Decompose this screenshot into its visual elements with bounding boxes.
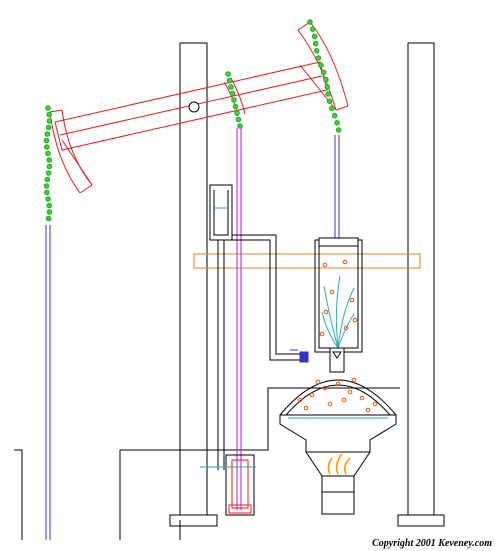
chain-link — [46, 111, 52, 118]
steam-bubble — [372, 401, 378, 407]
chain-link — [334, 120, 340, 126]
cross-beam — [193, 253, 421, 269]
chain-link — [311, 33, 318, 40]
chain-link — [323, 76, 329, 83]
steam-bubble — [309, 392, 315, 398]
chain-link — [46, 163, 53, 170]
chain-link — [313, 48, 320, 54]
copyright-text: Copyright 2001 Keveney.com — [372, 538, 492, 549]
chain-link — [44, 144, 50, 150]
chain-link — [309, 26, 316, 33]
steam-bubble — [343, 325, 349, 331]
steam-bubble — [323, 309, 329, 315]
chain-link — [43, 137, 50, 144]
chain-link — [46, 157, 52, 163]
steam-bubble — [365, 407, 371, 413]
chain-link — [335, 127, 342, 133]
steam-bubble — [352, 317, 358, 323]
chain-link — [315, 55, 322, 61]
chain-link — [326, 98, 333, 104]
steam-bubble — [342, 259, 348, 265]
chain-link — [43, 183, 50, 189]
right-post-foot — [397, 514, 445, 527]
chain-link — [45, 124, 52, 131]
chain-link — [44, 176, 51, 183]
chain-link — [44, 131, 51, 137]
steam-bubble — [329, 289, 335, 295]
chain-link — [329, 105, 335, 112]
chain-link — [44, 189, 50, 196]
left-post — [179, 42, 208, 516]
firebox — [321, 475, 355, 515]
chain-link — [225, 71, 231, 77]
left-post-foot — [169, 514, 218, 527]
piston — [318, 237, 359, 247]
chain-link — [228, 84, 234, 90]
water-system — [209, 184, 300, 470]
chain-link — [237, 123, 243, 129]
steam-cylinder — [314, 237, 363, 353]
steam-bubble — [303, 405, 309, 411]
boiler — [279, 379, 397, 515]
chain-link — [312, 40, 319, 47]
steam-bubble — [335, 381, 341, 387]
lower-pump — [200, 454, 256, 516]
chain-link — [324, 84, 331, 90]
steam-bubbles — [297, 259, 378, 413]
chain-link — [46, 209, 53, 215]
steam-bubble — [322, 262, 328, 268]
steam-bubble — [341, 397, 347, 403]
chain-link — [45, 105, 51, 111]
chain-link — [318, 62, 324, 68]
ground-structure — [14, 387, 400, 540]
flames — [327, 453, 351, 475]
chain-link — [229, 90, 236, 97]
injection-valve — [290, 347, 345, 373]
steam-bubble — [315, 379, 321, 385]
chain-link — [46, 202, 53, 209]
water-spray — [321, 275, 355, 349]
chain-link — [226, 77, 233, 84]
chain-link — [307, 19, 313, 25]
chain-link — [46, 118, 53, 124]
chain-link — [325, 91, 331, 97]
chain-link — [45, 196, 51, 202]
right-chain — [307, 19, 342, 133]
left-chain — [43, 105, 53, 222]
steam-bubble — [347, 389, 353, 395]
chain-link — [331, 112, 338, 119]
chains — [43, 19, 342, 222]
beam-pivot — [188, 101, 200, 113]
rods — [45, 128, 340, 540]
steam-bubble — [349, 297, 355, 303]
chain-link — [45, 215, 52, 222]
steam-bubble — [327, 401, 333, 407]
steam-bubble — [351, 377, 357, 383]
middle-chain — [225, 71, 243, 129]
chain-link — [234, 110, 240, 116]
steam-bubble — [297, 397, 303, 403]
chain-link — [235, 116, 242, 123]
steam-bubble — [359, 395, 365, 401]
right-post — [407, 42, 435, 516]
steam-bubble — [319, 331, 325, 337]
chain-link — [232, 103, 239, 110]
chain-link — [45, 150, 51, 157]
chain-link — [320, 69, 327, 76]
steam-bubble — [322, 385, 328, 391]
chain-link — [231, 97, 237, 103]
support-posts — [169, 42, 445, 527]
chain-link — [45, 170, 52, 176]
